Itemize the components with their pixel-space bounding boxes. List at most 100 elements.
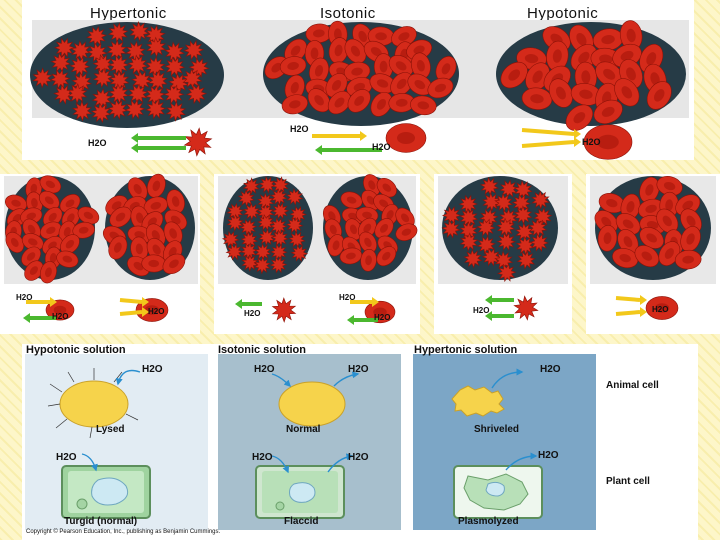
arrow-normal-out	[333, 371, 360, 387]
bottom-panel: Hypotonic solution Isotonic solution Hyp…	[22, 344, 698, 540]
top-cells	[32, 20, 672, 160]
red-blood-cell-icon	[388, 93, 416, 113]
red-blood-cell-icon	[565, 104, 593, 131]
red-blood-cell-icon	[406, 39, 432, 60]
label-isotonic: Isotonic	[320, 5, 376, 22]
caption-flaccid: Flaccid	[284, 516, 319, 527]
shrunken-cell-icon	[67, 82, 88, 105]
red-blood-cell-icon	[344, 38, 367, 64]
shrunken-cell-icon	[124, 99, 146, 120]
h2o-mid-6: H2O	[374, 313, 391, 322]
shrunken-cell-icon	[181, 68, 203, 90]
red-blood-cell-icon	[327, 90, 352, 115]
h2o-top-4: H2O	[582, 137, 601, 147]
red-blood-cell-icon	[307, 88, 331, 113]
red-blood-cell-icon	[407, 73, 433, 96]
red-blood-cell-icon	[593, 99, 623, 124]
shrunken-cell-icon	[183, 40, 205, 61]
red-blood-cell-icon	[347, 89, 371, 113]
red-blood-cell-icon	[548, 78, 573, 108]
red-blood-cell-icon	[619, 20, 643, 51]
shrunken-cell-icon	[108, 54, 130, 75]
red-blood-cell-icon	[595, 61, 624, 88]
shrunken-cell-icon	[69, 56, 91, 77]
shrunken-cell-icon	[92, 54, 114, 75]
shrunken-cell-icon	[72, 100, 93, 122]
arrow-flaccid-in	[271, 455, 290, 474]
red-blood-cell-icon	[614, 78, 640, 107]
red-blood-cell-icon	[343, 61, 371, 82]
red-blood-cell-icon	[281, 94, 308, 115]
arrow-turgid	[81, 453, 98, 472]
shrunken-cell-icon	[70, 40, 91, 62]
h2o-normal-out: H2O	[348, 364, 369, 375]
h2o-mid-3: H2O	[148, 307, 165, 316]
red-blood-cell-icon	[328, 37, 349, 64]
red-blood-cell-icon	[583, 124, 633, 160]
red-blood-cell-icon	[427, 77, 454, 99]
arrow-plasmolyzed	[505, 452, 538, 471]
shrunken-cell-icon	[188, 57, 210, 78]
h2o-shriveled: H2O	[540, 364, 561, 375]
red-blood-cell-icon	[410, 95, 437, 116]
shrunken-cell-icon	[146, 36, 167, 58]
h2o-top-3: H2O	[372, 142, 391, 152]
red-blood-cell-icon	[388, 54, 414, 77]
shrunken-cell-icon	[54, 37, 75, 58]
red-blood-cell-icon	[546, 40, 569, 72]
label-hypotonic: Hypotonic	[527, 5, 599, 22]
arrow-shriveled	[491, 368, 524, 389]
h2o-mid-7: H2O	[473, 306, 490, 315]
shrunken-cell-icon	[53, 84, 74, 105]
caption-normal: Normal	[286, 424, 321, 435]
red-blood-cell-icon	[500, 61, 528, 89]
shrunken-cell-icon	[108, 83, 129, 105]
caption-shriveled: Shriveled	[474, 424, 520, 435]
animal-cell-lysed	[47, 368, 139, 439]
row-label-animal-cell: Animal cell	[606, 380, 659, 391]
arrow-lysed	[115, 369, 141, 386]
lysed-burst-lines	[47, 368, 139, 439]
h2o-plasmolyzed: H2O	[538, 450, 559, 461]
plant-cell-turgid	[61, 465, 151, 519]
middle-panel-1	[0, 174, 200, 334]
caption-lysed: Lysed	[96, 424, 125, 435]
h2o-mid-5: H2O	[339, 293, 356, 302]
water-arrow-icon	[521, 128, 575, 136]
header-hypotonic-solution: Hypotonic solution	[26, 344, 126, 356]
shrunken-cell-icon	[145, 98, 167, 120]
shrunken-cell-icon	[127, 83, 149, 105]
h2o-top-1: H2O	[88, 138, 107, 148]
shrunken-cell-icon	[86, 26, 108, 47]
shrunken-cell-icon	[90, 102, 112, 124]
red-blood-cell-icon	[521, 87, 553, 110]
red-blood-cell-icon	[284, 74, 305, 101]
shrunken-cell-icon	[147, 70, 168, 92]
top-panel: Hypertonic Isotonic Hypotonic H2O H2O H2…	[22, 0, 694, 160]
shrunken-cell-icon	[106, 39, 127, 61]
h2o-mid-1: H2O	[16, 293, 33, 302]
middle-panel-3	[434, 174, 572, 334]
shrunken-cell-icon	[164, 56, 186, 77]
h2o-top-2: H2O	[290, 124, 309, 134]
label-hypertonic: Hypertonic	[90, 5, 167, 22]
caption-turgid: Turgid (normal)	[64, 516, 138, 527]
h2o-mid-4: H2O	[244, 309, 261, 318]
red-blood-cell-icon	[570, 82, 602, 106]
shrunken-cell-icon	[49, 68, 71, 90]
h2o-flaccid-out: H2O	[348, 452, 369, 463]
h2o-turgid: H2O	[56, 452, 77, 463]
h2o-normal-in: H2O	[254, 364, 275, 375]
h2o-lysed: H2O	[142, 364, 163, 375]
h2o-flaccid-in: H2O	[252, 452, 273, 463]
shrunken-cell-icon	[163, 84, 185, 105]
shrunken-cell-icon	[91, 87, 113, 109]
shrunken-cell-icon	[107, 99, 129, 120]
shrunken-cell-icon	[109, 69, 130, 91]
shrunken-cell-icon	[164, 41, 185, 63]
red-blood-cell-icon	[370, 91, 393, 117]
plant-cell-plasmolyzed	[453, 465, 543, 519]
shrunken-cell-icon	[127, 54, 148, 76]
shrunken-cell-icon	[107, 22, 129, 44]
header-isotonic-solution: Isotonic solution	[218, 344, 306, 356]
